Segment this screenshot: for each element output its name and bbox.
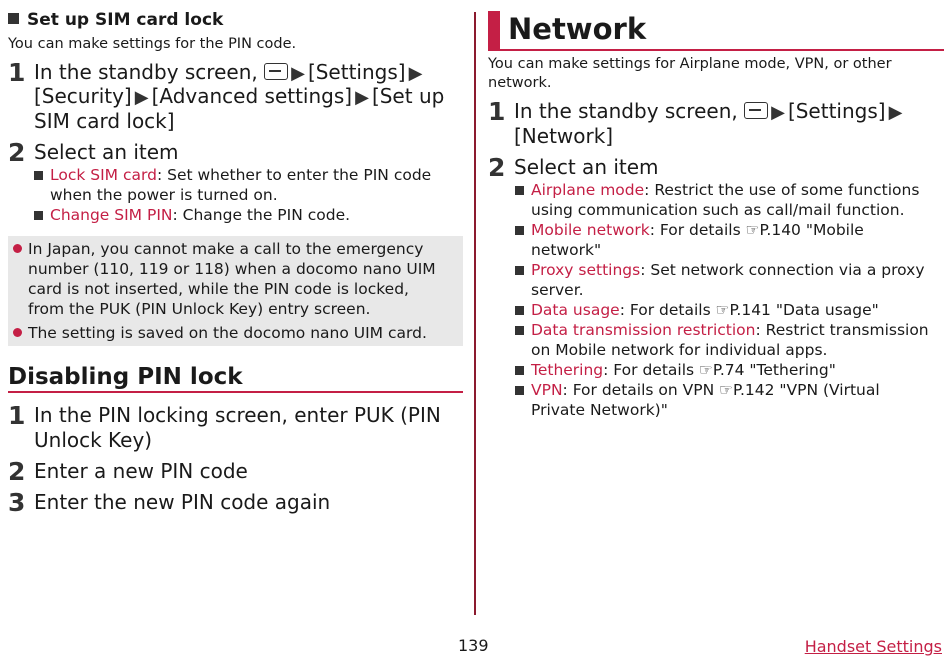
link-change-sim-pin[interactable]: Change SIM PIN (50, 206, 173, 224)
step-number: 1 (488, 97, 506, 126)
step-text-line: Select an item (34, 140, 179, 164)
step-text-line: In the standby screen, ▶[Settings]▶ (514, 99, 905, 125)
link-lock-sim-card[interactable]: Lock SIM card (50, 166, 157, 184)
step-2: 2 Select an item (488, 155, 944, 181)
note-item: In Japan, you cannot make a call to the … (13, 239, 436, 319)
triangle-right-icon: ▶ (408, 63, 423, 84)
section-heading-sim-lock: Set up SIM card lock (8, 10, 223, 30)
square-bullet-icon (515, 326, 524, 335)
square-bullet-icon (34, 211, 43, 220)
square-bullet-icon (515, 226, 524, 235)
step-number: 1 (8, 58, 26, 87)
menu-key-icon (264, 63, 289, 80)
step-2: 2 Enter a new PIN code (8, 459, 463, 485)
step-number: 2 (8, 457, 26, 486)
step-number: 3 (8, 488, 26, 517)
step-text-line: Unlock Key) (34, 428, 153, 452)
square-bullet-icon (8, 13, 19, 24)
page-number: 139 (458, 636, 489, 655)
step-number: 2 (8, 138, 26, 167)
list-item: Lock SIM card: Set whether to enter the … (34, 165, 460, 205)
step-number: 1 (8, 401, 26, 430)
step-1: 1 In the standby screen, ▶[Settings]▶ [N… (488, 99, 944, 151)
list-item: Airplane mode: Restrict the use of some … (515, 180, 943, 220)
step-text-line: Enter a new PIN code (34, 459, 248, 483)
link-data-usage[interactable]: Data usage (531, 301, 620, 319)
chapter-heading-network: Network (488, 11, 944, 51)
bullet-dot-icon (13, 244, 22, 253)
step-text-line: [Security]▶[Advanced settings]▶[Set up (34, 84, 445, 108)
column-divider (474, 12, 476, 615)
triangle-right-icon: ▶ (888, 102, 903, 123)
link-mobile-network[interactable]: Mobile network (531, 221, 650, 239)
link-proxy-settings[interactable]: Proxy settings (531, 261, 641, 279)
list-item: Data usage: For details ☞P.141 "Data usa… (515, 300, 943, 320)
link-data-transmission-restriction[interactable]: Data transmission restriction (531, 321, 756, 339)
square-bullet-icon (515, 306, 524, 315)
step-text-line: Select an item (514, 155, 659, 179)
section-lead: You can make settings for the PIN code. (8, 36, 297, 52)
heading-accent-bar (488, 11, 500, 49)
menu-key-icon (744, 102, 769, 119)
link-airplane-mode[interactable]: Airplane mode (531, 181, 645, 199)
step-3: 3 Enter the new PIN code again (8, 490, 463, 516)
step-text-line: Enter the new PIN code again (34, 490, 331, 514)
section-heading-disabling-pin-lock: Disabling PIN lock (8, 363, 463, 393)
step-text-line: SIM card lock] (34, 109, 175, 133)
note-item: The setting is saved on the docomo nano … (13, 323, 427, 343)
link-tethering[interactable]: Tethering (531, 361, 604, 379)
triangle-right-icon: ▶ (134, 87, 149, 108)
section-lead: You can make settings for Airplane mode,… (488, 56, 892, 91)
square-bullet-icon (515, 266, 524, 275)
list-item: Tethering: For details ☞P.74 "Tethering" (515, 360, 943, 380)
square-bullet-icon (515, 186, 524, 195)
step-1: 1 In the PIN locking screen, enter PUK (… (8, 403, 463, 455)
square-bullet-icon (515, 366, 524, 375)
note-box: In Japan, you cannot make a call to the … (8, 236, 463, 346)
step-number: 2 (488, 153, 506, 182)
list-item: Data transmission restriction: Restrict … (515, 320, 943, 360)
step-2: 2 Select an item (8, 140, 463, 166)
triangle-right-icon: ▶ (291, 63, 305, 84)
list-item: Proxy settings: Set network connection v… (515, 260, 943, 300)
list-item: Change SIM PIN: Change the PIN code. (34, 205, 460, 225)
bullet-dot-icon (13, 328, 22, 337)
list-item: Mobile network: For details ☞P.140 "Mobi… (515, 220, 943, 260)
step-text-line: In the PIN locking screen, enter PUK (PI… (34, 403, 441, 427)
link-vpn[interactable]: VPN (531, 381, 563, 399)
list-item: VPN: For details on VPN ☞P.142 "VPN (Vir… (515, 380, 943, 420)
triangle-right-icon: ▶ (771, 102, 785, 123)
step-text-line: [Network] (514, 124, 614, 148)
square-bullet-icon (34, 171, 43, 180)
step-1: 1 In the standby screen, ▶[Settings]▶ [S… (8, 60, 463, 136)
step-text-line: In the standby screen, ▶[Settings]▶ (34, 60, 425, 86)
square-bullet-icon (515, 386, 524, 395)
footer-section-link[interactable]: Handset Settings (804, 637, 942, 656)
page-title: Network (508, 12, 647, 46)
triangle-right-icon: ▶ (355, 87, 369, 108)
